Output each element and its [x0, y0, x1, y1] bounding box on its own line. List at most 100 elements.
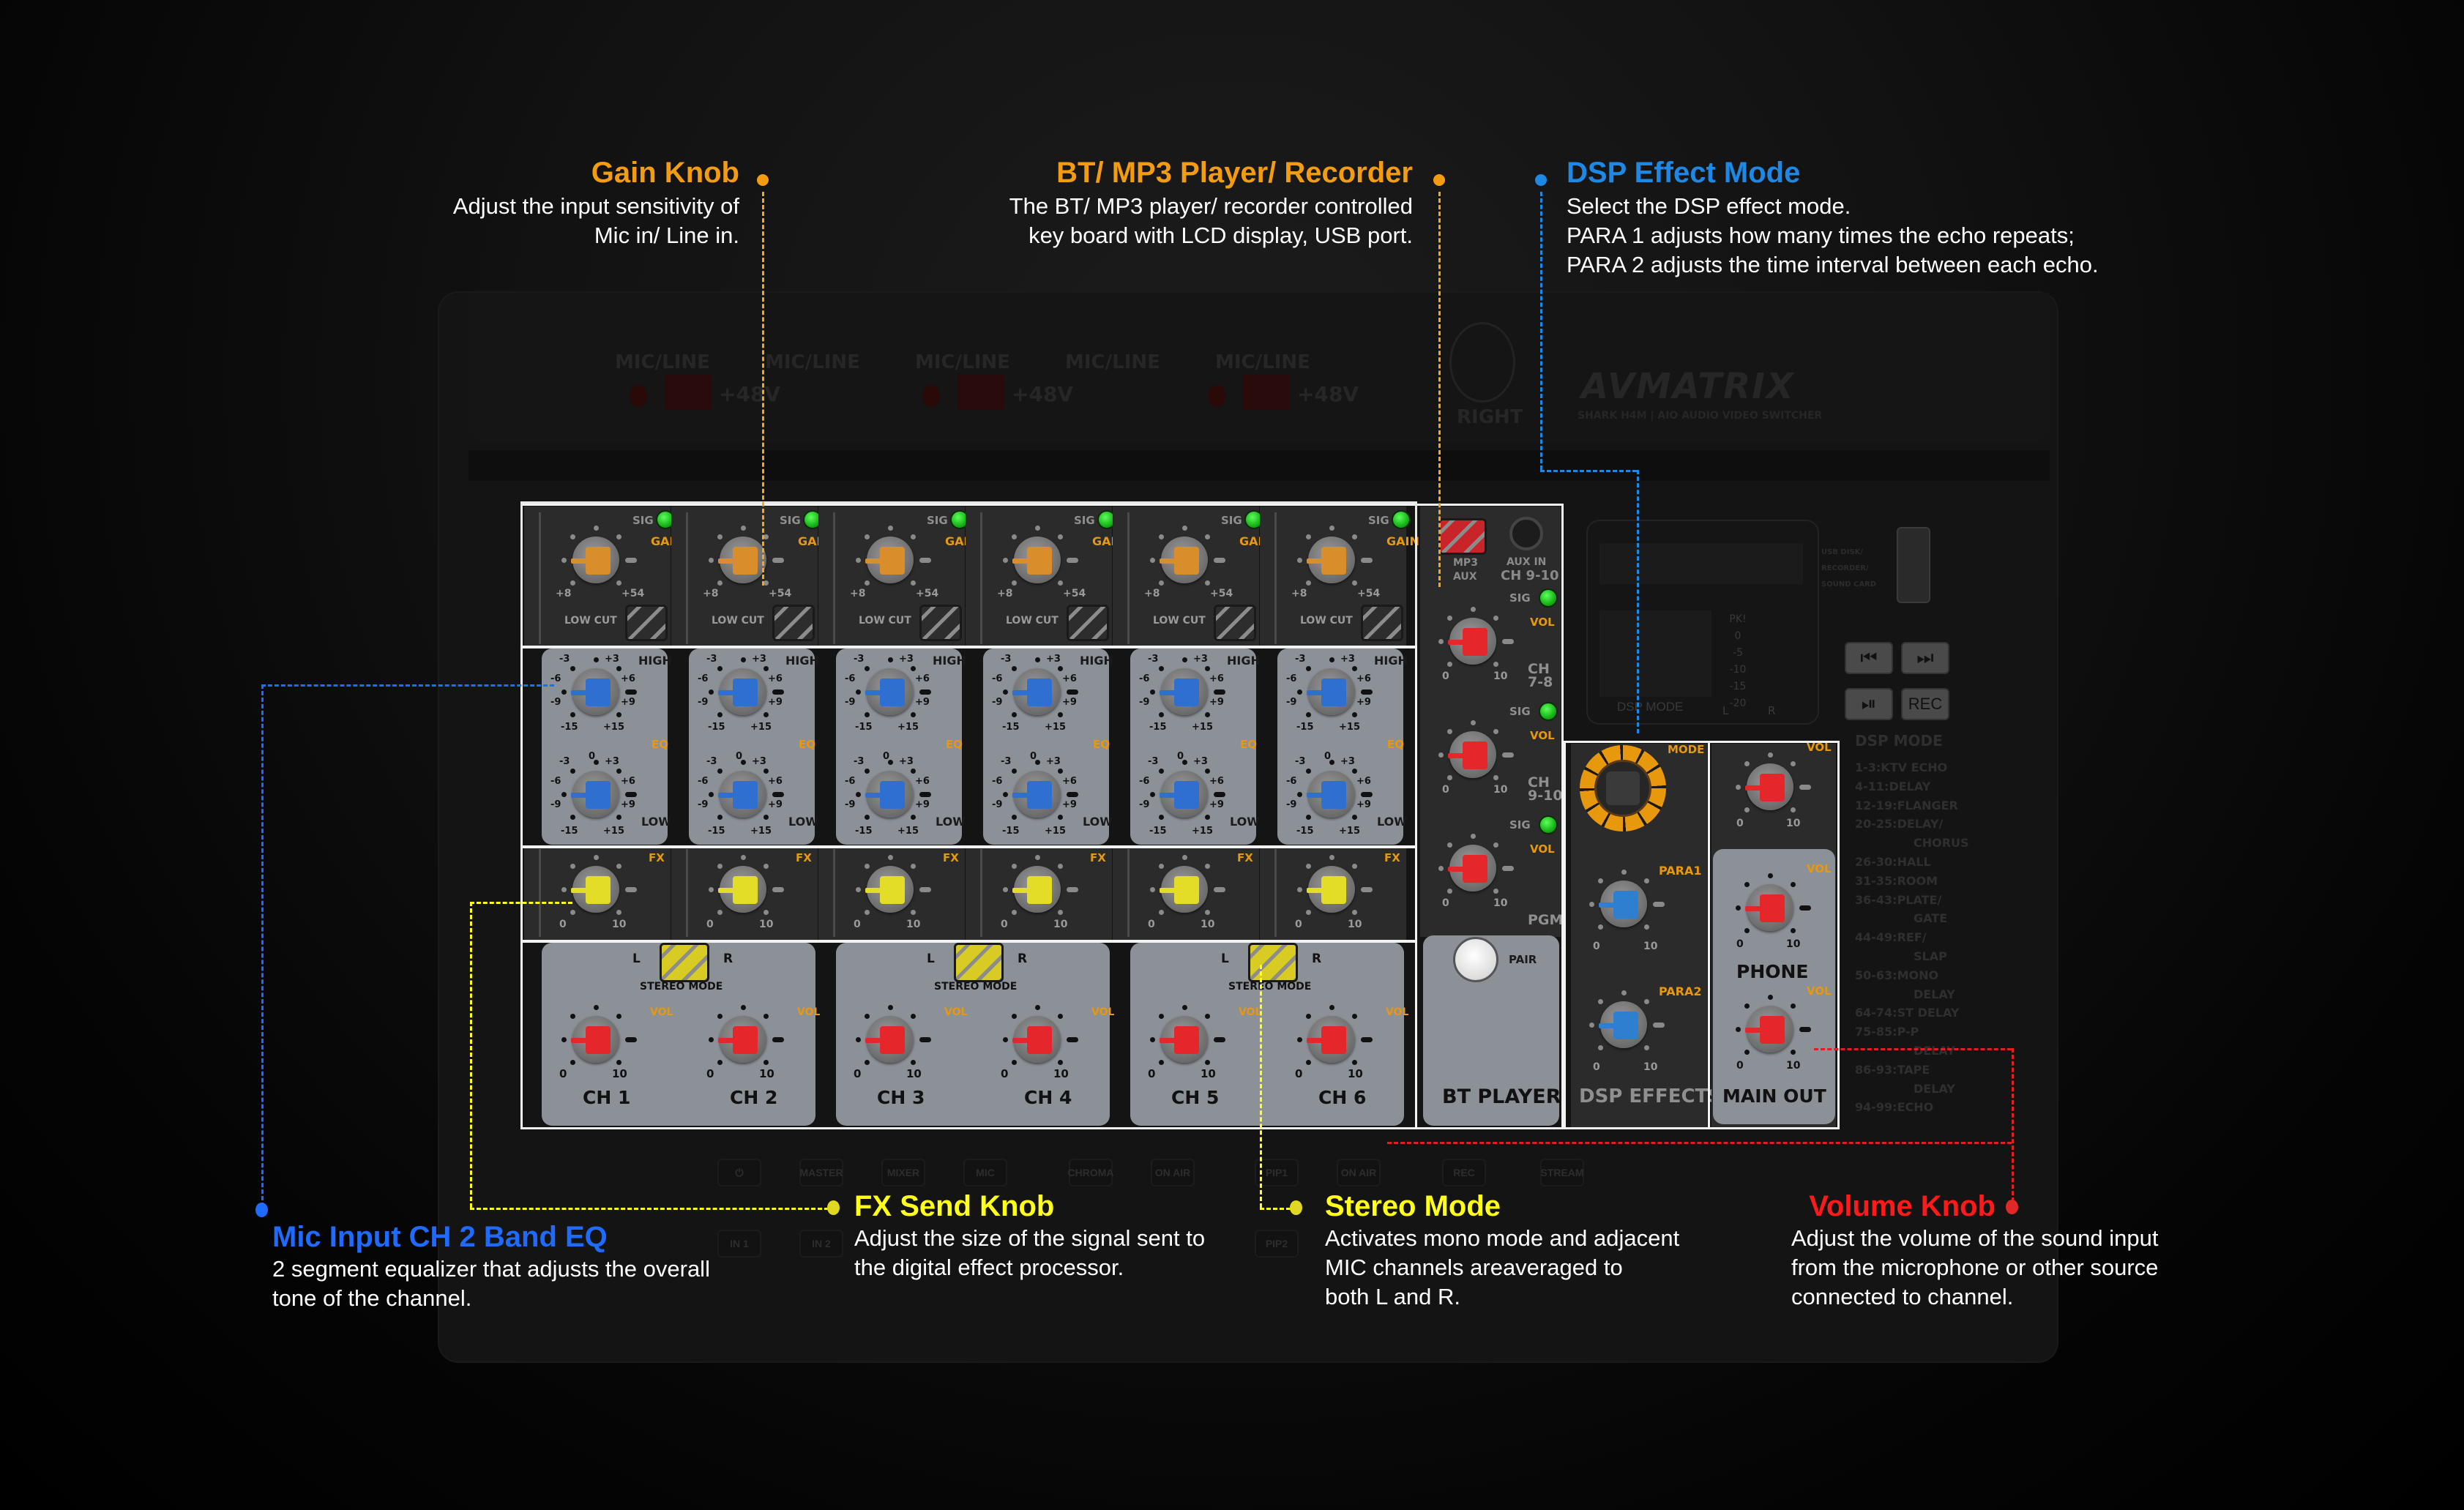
usb-port[interactable]	[1897, 527, 1930, 603]
eq-high-knob[interactable]	[1149, 657, 1225, 721]
eq-scale-label: +15	[1045, 826, 1066, 837]
stereo-left-label: L	[927, 952, 935, 966]
fx-send-knob[interactable]	[708, 854, 784, 919]
knob-tick	[1034, 525, 1040, 531]
stereo-callout-body: Activates mono mode and adjacent MIC cha…	[1325, 1224, 1679, 1312]
gain-knob[interactable]	[708, 525, 784, 589]
eq-scale-label: -15	[1296, 722, 1314, 733]
fx-send-knob[interactable]	[561, 854, 637, 919]
pip1-button[interactable]: PIP1	[1255, 1159, 1299, 1186]
low-cut-switch[interactable]	[1361, 605, 1403, 641]
eq-low-knob[interactable]	[708, 759, 784, 823]
bt-volume-knob[interactable]	[1438, 833, 1514, 897]
dsp-mode-encoder[interactable]	[1580, 745, 1666, 831]
highlight-frame-gain	[520, 501, 1417, 649]
knob-tick	[1296, 1036, 1302, 1042]
knob-min-label: 0	[1736, 818, 1744, 829]
bt-volume-knob[interactable]	[1438, 606, 1514, 670]
dsp-mode-item: CHORUS	[1914, 836, 1969, 851]
knob-tick-mark	[1653, 1023, 1665, 1028]
volume-knob[interactable]	[855, 1004, 931, 1069]
meter-label: 0	[1734, 630, 1741, 642]
stream-button[interactable]: STREAM	[1540, 1159, 1584, 1186]
power-button[interactable]: ⏻	[717, 1159, 761, 1186]
knob-tick	[1159, 1059, 1165, 1065]
eq-high-knob[interactable]	[708, 657, 784, 721]
monitor-volume-knob[interactable]	[1735, 752, 1811, 816]
mixer-button[interactable]: MIXER	[881, 1159, 925, 1186]
eq-scale-label: +9	[915, 799, 930, 810]
eq-high-knob[interactable]	[1002, 657, 1078, 721]
eq-high-knob[interactable]	[1296, 657, 1373, 721]
low-cut-switch[interactable]	[625, 605, 668, 641]
gain-knob[interactable]	[1149, 525, 1225, 589]
phantom-led	[922, 385, 940, 407]
fx-min-label: 0	[854, 919, 861, 930]
previous-track-button[interactable]: ⏮	[1845, 642, 1893, 674]
strip-divider	[539, 512, 541, 644]
aux-in-jack[interactable]	[1509, 517, 1543, 550]
stereo-mode-switch[interactable]	[1248, 943, 1298, 982]
low-cut-switch[interactable]	[772, 605, 815, 641]
volume-knob[interactable]	[708, 1004, 784, 1069]
in2-button[interactable]: IN 2	[799, 1230, 843, 1257]
eq-low-knob[interactable]	[1149, 759, 1225, 823]
knob-tick	[1329, 525, 1334, 531]
gain-knob[interactable]	[1002, 525, 1078, 589]
eq-scale-label: -6	[1286, 673, 1297, 684]
eq-low-knob[interactable]	[1002, 759, 1078, 823]
eq-scale-label: -6	[550, 673, 561, 684]
fx-send-knob[interactable]	[855, 854, 931, 919]
volume-knob[interactable]	[1002, 1004, 1078, 1069]
eq-low-knob[interactable]	[561, 759, 637, 823]
para1-knob[interactable]	[1588, 869, 1665, 933]
low-cut-switch[interactable]	[1214, 605, 1256, 641]
eq-scale-label: +9	[768, 697, 783, 708]
on-air-button[interactable]: ON AIR	[1151, 1159, 1195, 1186]
fx-send-knob[interactable]	[1002, 854, 1078, 919]
mic-button[interactable]: MIC	[963, 1159, 1007, 1186]
stereo-mode-switch[interactable]	[954, 943, 1004, 982]
play-pause-button[interactable]: ⏯	[1845, 688, 1893, 720]
bt-volume-knob[interactable]	[1438, 720, 1514, 784]
eq-label: EQ	[1387, 738, 1404, 751]
eq-high-knob[interactable]	[855, 657, 931, 721]
phone-volume-knob[interactable]	[1735, 872, 1811, 937]
fx-send-knob[interactable]	[1149, 854, 1225, 919]
eq-scale-label: -15	[561, 826, 578, 837]
rec-button[interactable]: REC	[1901, 688, 1949, 720]
gain-knob[interactable]	[1296, 525, 1373, 589]
volume-knob[interactable]	[1296, 1004, 1373, 1069]
gain-knob[interactable]	[855, 525, 931, 589]
strip-divider	[833, 849, 835, 937]
stereo-mode-switch[interactable]	[660, 943, 709, 982]
knob-tick	[1790, 927, 1796, 933]
knob-tick	[570, 534, 576, 540]
rec-button-bg[interactable]: REC	[1442, 1159, 1486, 1186]
in1-button[interactable]: IN 1	[717, 1230, 761, 1257]
knob-tick	[1744, 807, 1750, 812]
eq-low-knob[interactable]	[1296, 759, 1373, 823]
low-cut-switch[interactable]	[1067, 605, 1109, 641]
volume-knob[interactable]	[561, 1004, 637, 1069]
usb-label-line: RECORDER/	[1821, 564, 1869, 572]
eq-label: EQ	[1240, 738, 1257, 751]
channel-label: CH 6	[1318, 1087, 1367, 1108]
fx-send-knob[interactable]	[1296, 854, 1373, 919]
pair-button[interactable]	[1453, 937, 1498, 982]
main-out-volume-knob[interactable]	[1735, 994, 1811, 1058]
next-track-button[interactable]: ⏭	[1901, 642, 1949, 674]
eq-high-knob[interactable]	[561, 657, 637, 721]
eq-low-knob[interactable]	[855, 759, 931, 823]
knob-tick	[561, 1036, 567, 1042]
para2-knob[interactable]	[1588, 990, 1665, 1054]
low-cut-switch[interactable]	[919, 605, 962, 641]
dsp-callout-line: Select the DSP effect mode.	[1567, 193, 1851, 219]
pip2-button[interactable]: PIP2	[1255, 1230, 1299, 1257]
volume-knob[interactable]	[1149, 1004, 1225, 1069]
gain-knob[interactable]	[561, 525, 637, 589]
master-button[interactable]: MASTER	[799, 1159, 843, 1186]
on-air-button-2[interactable]: ON AIR	[1337, 1159, 1381, 1186]
chroma-button[interactable]: CHROMA	[1068, 1159, 1114, 1186]
knob-tick	[910, 769, 916, 774]
